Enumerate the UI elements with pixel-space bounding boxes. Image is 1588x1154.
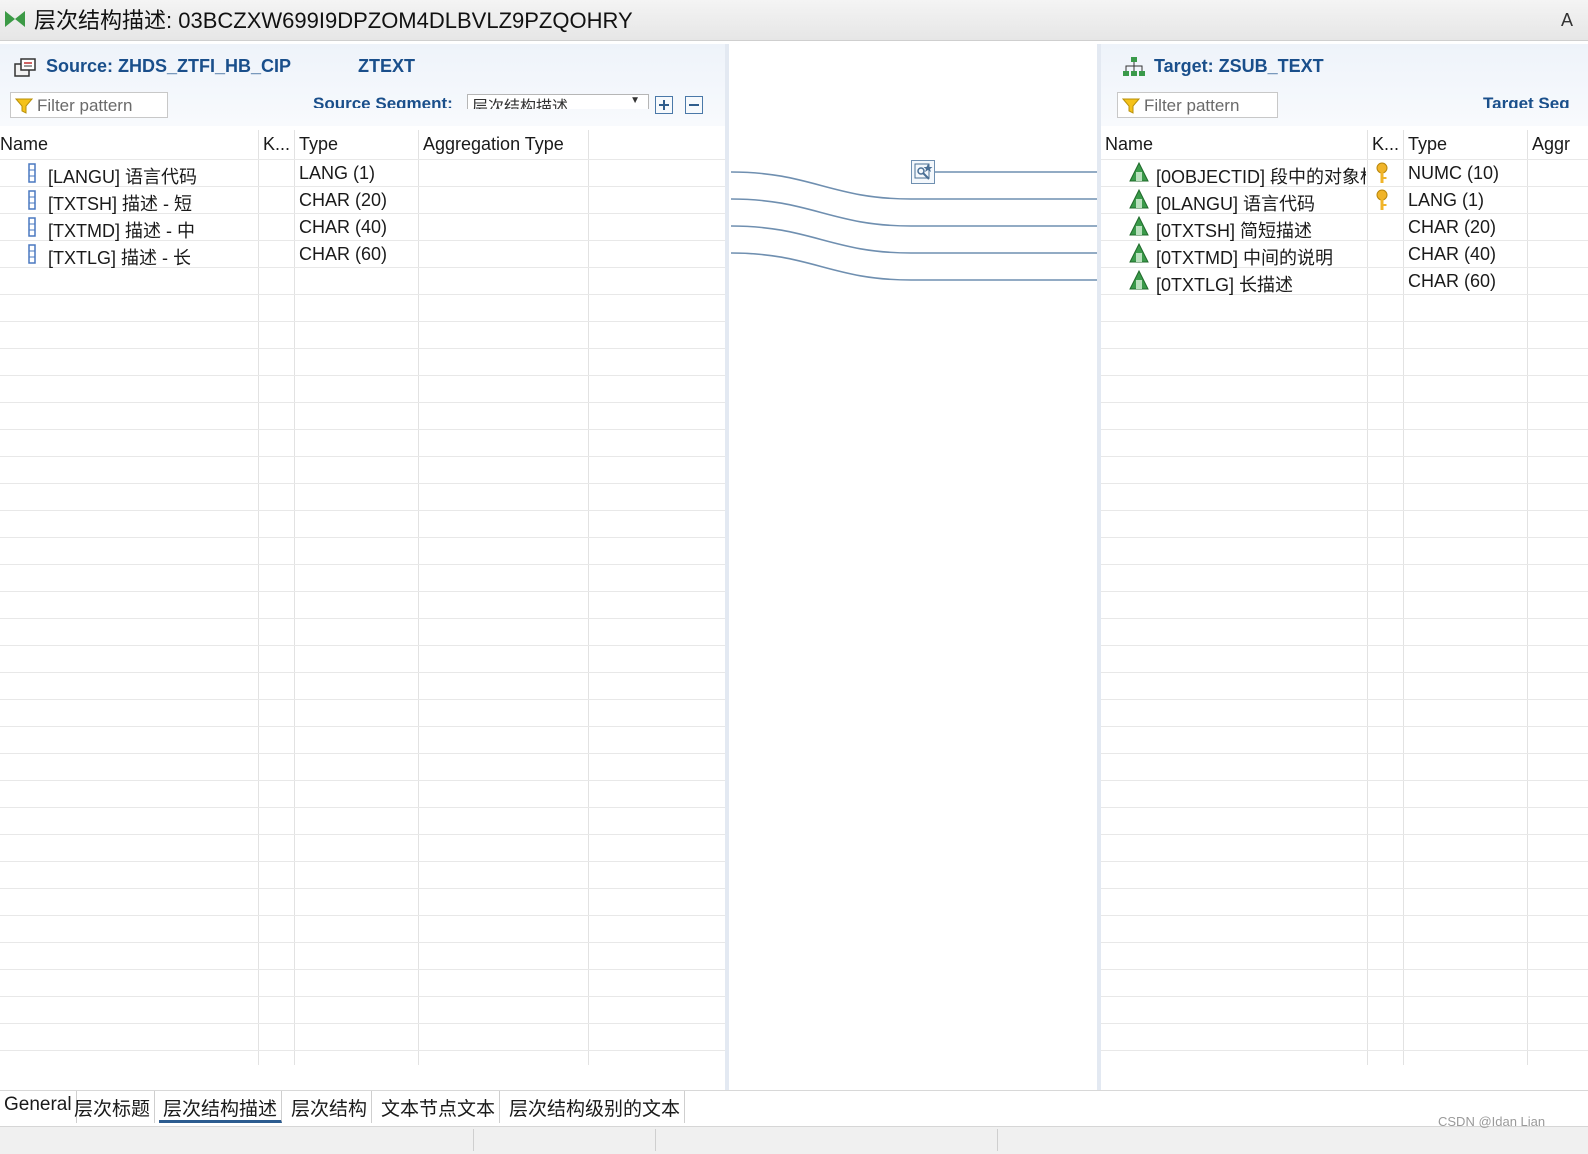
source-subtitle: ZTEXT (358, 56, 415, 76)
tab-hierarchy-header[interactable]: 层次标题 (70, 1091, 156, 1123)
field-icon (28, 163, 36, 183)
mapping-line (731, 252, 1097, 281)
source-col-key[interactable]: K... (263, 134, 291, 154)
infoobject-icon (1129, 162, 1149, 182)
target-field-type: CHAR (20) (1408, 217, 1497, 237)
target-field-name: [0TXTSH] 简短描述 (1156, 221, 1313, 241)
target-panel-header: Target: ZSUB_TEXT Filter pattern Target … (1101, 44, 1588, 126)
source-field-type: LANG (1) (299, 163, 376, 183)
tab-text-node-text[interactable]: 文本节点文本 (377, 1091, 501, 1123)
target-field-name: [0LANGU] 语言代码 (1156, 194, 1316, 214)
window-title-edge-glyph: A (1561, 10, 1574, 30)
key-icon (1376, 189, 1388, 210)
target-filter-input[interactable]: Filter pattern (1117, 92, 1278, 118)
target-field-name: [0TXTLG] 长描述 (1156, 275, 1294, 295)
source-field-table: Name K... Type Aggregation Type (0, 130, 725, 1065)
source-segment-value: 层次结构描述 (472, 99, 569, 109)
mapping-line (731, 198, 1097, 227)
watermark: CSDN @Idan Lian (1438, 1114, 1546, 1129)
target-title: Target: ZSUB_TEXT (1154, 56, 1324, 76)
target-col-name[interactable]: Name (1105, 134, 1154, 154)
source-field-name: [TXTSH] 描述 - 短 (48, 194, 192, 214)
source-filter-input[interactable]: Filter pattern (10, 92, 168, 118)
target-col-key[interactable]: K... (1372, 134, 1400, 154)
mapping-line (731, 171, 1097, 200)
collapse-all-button[interactable] (685, 96, 703, 114)
target-field-name: [0OBJECTID] 段中的对象标 (1156, 167, 1366, 187)
source-col-type[interactable]: Type (299, 134, 339, 154)
transformation-icon (5, 11, 25, 27)
target-field-name: [0TXTMD] 中间的说明 (1156, 248, 1334, 268)
source-segment-select[interactable]: 层次结构描述 ▼ (467, 94, 649, 109)
tab-hierarchy-structure[interactable]: 层次结构 (287, 1091, 373, 1123)
source-field-type: CHAR (40) (299, 217, 388, 237)
rule-button[interactable] (911, 160, 935, 184)
source-col-aggregation[interactable]: Aggregation Type (423, 134, 564, 154)
filter-funnel-icon (15, 98, 33, 114)
source-field-name: [TXTMD] 描述 - 中 (48, 221, 195, 241)
target-filter-placeholder: Filter pattern (1144, 96, 1240, 115)
infoobject-icon (1129, 270, 1149, 290)
target-field-type: LANG (1) (1408, 190, 1485, 210)
panel-divider-right[interactable] (1097, 44, 1101, 1090)
source-field-type: CHAR (20) (299, 190, 388, 210)
hierarchy-icon (1123, 57, 1145, 76)
field-icon (28, 217, 36, 237)
window-titlebar: 层次结构描述: 03BCZXW699I9DPZOM4DLBVLZ9PZQOHRY… (0, 0, 1588, 41)
infoobject-icon (1129, 189, 1149, 209)
tab-hierarchy-description[interactable]: 层次结构描述 (159, 1091, 283, 1123)
mapping-line (731, 225, 1097, 254)
target-field-type: CHAR (60) (1408, 271, 1497, 291)
infoobject-icon (1129, 216, 1149, 236)
expand-all-button[interactable] (655, 96, 673, 114)
field-icon (28, 190, 36, 210)
mapping-lines (731, 171, 1097, 281)
target-col-type[interactable]: Type (1408, 134, 1448, 154)
mapping-area (731, 44, 1097, 1090)
target-panel: Target: ZSUB_TEXT Filter pattern Target … (1101, 44, 1588, 1090)
target-field-type: CHAR (40) (1408, 244, 1497, 264)
source-title: Source: ZHDS_ZTFI_HB_CIP (46, 56, 292, 76)
tab-hierarchy-level-text[interactable]: 层次结构级别的文本 (505, 1091, 686, 1123)
editor-tabs: General 层次标题 层次结构描述 层次结构 文本节点文本 层次结构级别的文… (0, 1090, 1588, 1127)
target-segment-label: Target Seg (1483, 94, 1570, 108)
target-col-aggregation[interactable]: Aggr (1532, 134, 1571, 154)
source-segment-label: Source Segment: (313, 94, 453, 108)
source-panel-header: Source: ZHDS_ZTFI_HB_CIP ZTEXT Filter pa… (0, 44, 725, 126)
tab-general[interactable]: General (0, 1091, 77, 1123)
infoobject-icon (1129, 243, 1149, 263)
field-icon (28, 244, 36, 264)
source-filter-placeholder: Filter pattern (37, 96, 133, 115)
chevron-down-icon: ▼ (630, 95, 640, 106)
filter-funnel-icon (1122, 98, 1140, 114)
source-field-type: CHAR (60) (299, 244, 388, 264)
panel-divider-left[interactable] (725, 44, 729, 1090)
key-icon (1376, 162, 1388, 183)
source-field-name: [TXTLG] 描述 - 长 (48, 248, 192, 268)
source-col-name[interactable]: Name (0, 134, 49, 154)
source-panel: Source: ZHDS_ZTFI_HB_CIP ZTEXT Filter pa… (0, 44, 725, 1090)
target-field-type: NUMC (10) (1408, 163, 1500, 183)
rule-icon (914, 163, 933, 180)
source-field-name: [LANGU] 语言代码 (48, 167, 198, 187)
window-title: 层次结构描述: 03BCZXW699I9DPZOM4DLBVLZ9PZQOHRY (34, 8, 633, 33)
target-field-table: Name K... Type Aggr (1101, 130, 1588, 1065)
status-bar (0, 1126, 1588, 1154)
datasource-icon (14, 58, 36, 77)
